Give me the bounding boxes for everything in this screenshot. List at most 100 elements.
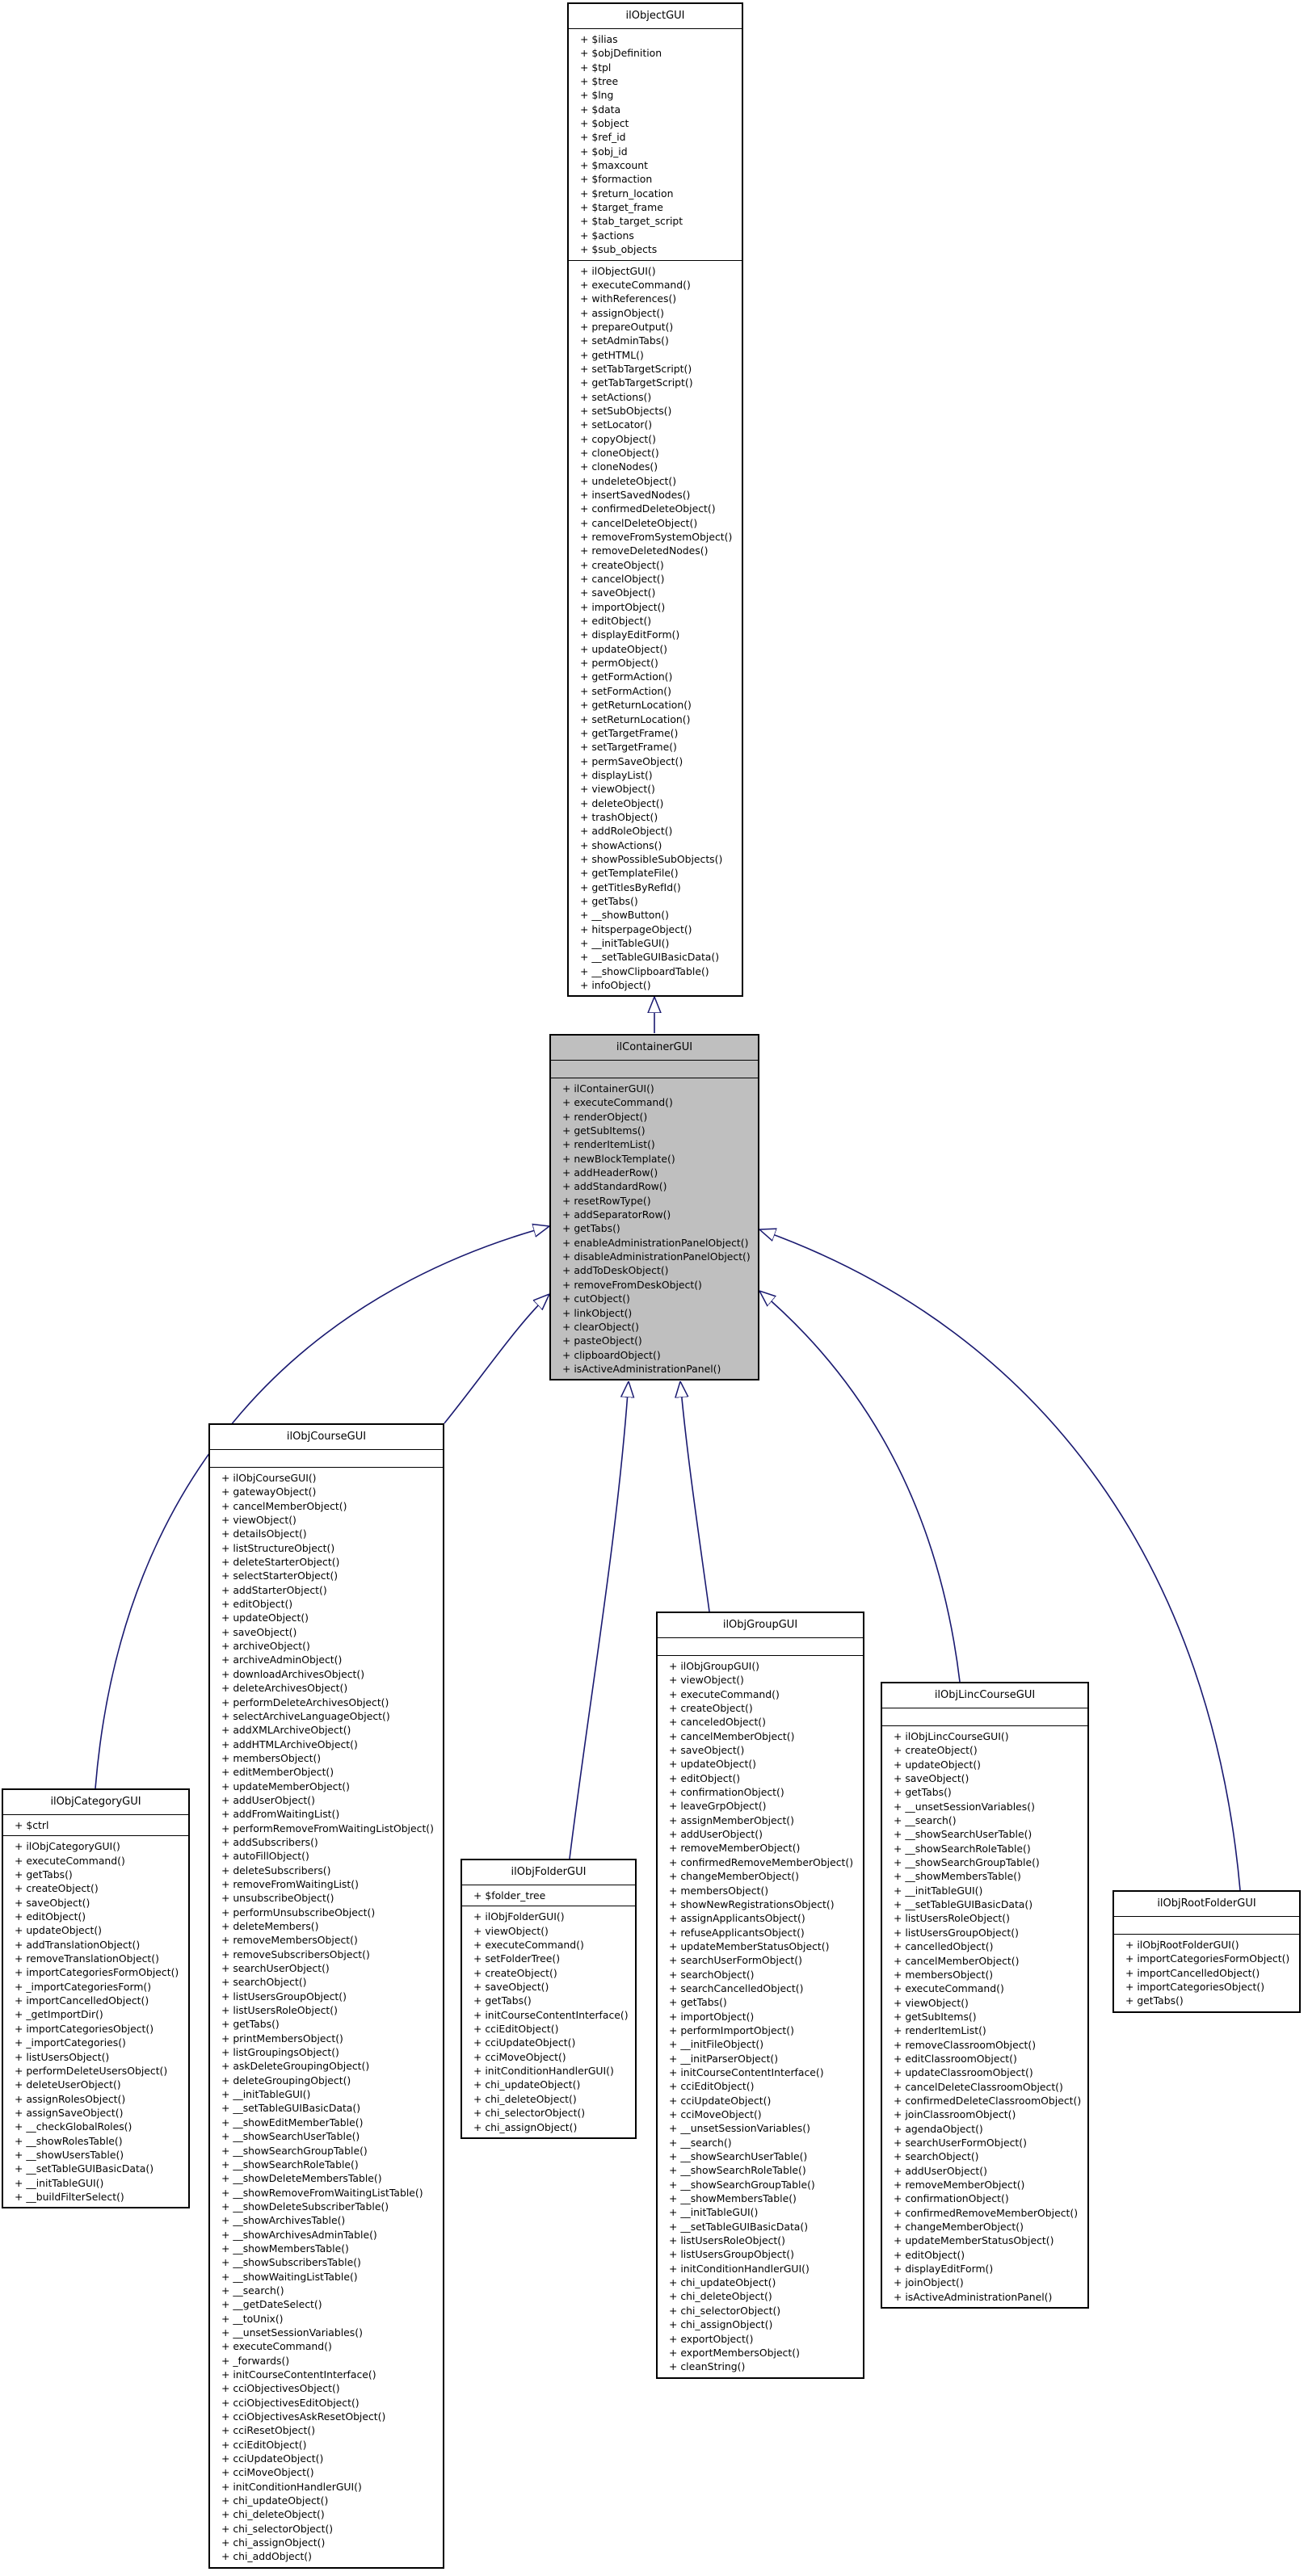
method-item: + getTabTargetScript() xyxy=(580,376,693,389)
class-ilObjCategoryGUI[interactable]: ilObjCategoryGUI+ $ctrl+ ilObjCategoryGU… xyxy=(2,1788,190,2209)
method-item: + setTargetFrame() xyxy=(580,741,677,754)
method-item: + __getDateSelect() xyxy=(221,2298,322,2311)
method-item: + chi_assignObject() xyxy=(221,2536,326,2549)
method-item: + __initTableGUI() xyxy=(15,2176,104,2189)
method-item: + listUsersObject() xyxy=(15,2050,110,2063)
method-item: + unsubscribeObject() xyxy=(221,1892,334,1905)
method-item: + joinObject() xyxy=(894,2276,964,2289)
method-item: + __initTableGUI() xyxy=(894,1884,983,1897)
method-item: + addStandardRow() xyxy=(562,1180,667,1193)
method-item: + exportObject() xyxy=(669,2332,754,2345)
method-item: + clipboardObject() xyxy=(562,1348,661,1361)
method-item: + chi_deleteObject() xyxy=(669,2290,772,2303)
method-item: + renderItemList() xyxy=(894,2024,986,2037)
method-item: + permObject() xyxy=(580,657,658,670)
method-item: + assignObject() xyxy=(580,306,665,319)
method-item: + getTabs() xyxy=(473,1994,532,2007)
method-item: + editObject() xyxy=(669,1771,741,1784)
method-item: + performDeleteArchivesObject() xyxy=(221,1696,389,1708)
method-item: + initCourseContentInterface() xyxy=(221,2368,376,2381)
method-item: + chi_deleteObject() xyxy=(221,2508,325,2521)
method-item: + confirmedRemoveMemberObject() xyxy=(669,1855,854,1868)
class-title: ilObjCategoryGUI xyxy=(3,1790,188,1815)
method-item: + askDeleteGroupingObject() xyxy=(221,2060,370,2073)
method-item: + cciObjectivesObject() xyxy=(221,2382,340,2395)
method-item: + addSeparatorRow() xyxy=(562,1208,671,1221)
method-item: + selectArchiveLanguageObject() xyxy=(221,1709,390,1722)
method-item: + cciUpdateObject() xyxy=(473,2036,576,2049)
method-item: + insertSavedNodes() xyxy=(580,489,691,501)
method-item: + viewObject() xyxy=(580,783,655,796)
method-item: + cancelMemberObject() xyxy=(894,1954,1020,1967)
class-ilObjCourseGUI[interactable]: ilObjCourseGUI+ ilObjCourseGUI()+ gatewa… xyxy=(208,1423,444,2569)
method-item: + _importCategories() xyxy=(15,2036,126,2049)
method-item: + saveObject() xyxy=(473,1981,549,1994)
method-item: + chi_selectorObject() xyxy=(669,2304,781,2317)
method-item: + __showClipboardTable() xyxy=(580,964,709,977)
method-item: + searchCancelledObject() xyxy=(669,1981,804,1994)
edge-folder-to-container xyxy=(569,1381,629,1860)
method-item: + editMemberObject() xyxy=(221,1766,334,1779)
method-item: + cciObjectivesEditObject() xyxy=(221,2396,360,2409)
method-item: + addRoleObject() xyxy=(580,825,673,838)
method-item: + __showSearchRoleTable() xyxy=(221,2158,359,2170)
method-item: + __search() xyxy=(221,2284,284,2297)
method-item: + setAdminTabs() xyxy=(580,334,669,347)
method-item: + importCategoriesFormObject() xyxy=(15,1966,179,1979)
method-item: + confirmationObject() xyxy=(669,1786,784,1799)
method-item: + listGroupingsObject() xyxy=(221,2046,339,2059)
method-item: + showPossibleSubObjects() xyxy=(580,852,723,865)
method-item: + chi_selectorObject() xyxy=(473,2107,586,2120)
method-item: + executeCommand() xyxy=(580,278,691,291)
method-item: + viewObject() xyxy=(894,1996,969,2009)
attributes-section xyxy=(1114,1917,1299,1935)
method-item: + createObject() xyxy=(15,1882,99,1895)
method-item: + updateObject() xyxy=(580,642,668,655)
method-item: + addUserObject() xyxy=(221,1793,315,1806)
class-ilObjRootFolderGUI[interactable]: ilObjRootFolderGUI+ ilObjRootFolderGUI()… xyxy=(1112,1890,1301,2013)
method-item: + getTabs() xyxy=(894,1786,952,1799)
method-item: + confirmedDeleteClassroomObject() xyxy=(894,2094,1082,2107)
class-ilObjFolderGUI[interactable]: ilObjFolderGUI+ $folder_tree+ ilObjFolde… xyxy=(461,1859,637,2139)
method-item: + membersObject() xyxy=(221,1751,322,1764)
method-item: + removeClassroomObject() xyxy=(894,2038,1037,2051)
method-item: + editClassroomObject() xyxy=(894,2052,1017,2065)
methods-section: + ilObjGroupGUI()+ viewObject()+ execute… xyxy=(658,1656,863,2377)
method-item: + removeSubscribersObject() xyxy=(221,1948,370,1960)
method-item: + __showMembersTable() xyxy=(894,1870,1021,1883)
class-ilObjGroupGUI[interactable]: ilObjGroupGUI+ ilObjGroupGUI()+ viewObje… xyxy=(656,1612,864,2379)
method-item: + updateMemberStatusObject() xyxy=(894,2234,1054,2247)
method-item: + gatewayObject() xyxy=(221,1486,317,1498)
method-item: + importCancelledObject() xyxy=(15,1994,149,2007)
class-title: ilObjCourseGUI xyxy=(210,1425,443,1450)
method-item: + __showSearchGroupTable() xyxy=(669,2178,815,2191)
method-item: + enableAdministrationPanelObject() xyxy=(562,1236,749,1249)
method-item: + editObject() xyxy=(894,2248,965,2261)
edge-course-to-container xyxy=(444,1294,549,1424)
method-item: + getTabs() xyxy=(669,1996,727,2009)
method-item: + saveObject() xyxy=(15,1896,90,1909)
edge-category-to-container xyxy=(95,1226,549,1789)
method-item: + searchObject() xyxy=(221,1976,307,1989)
method-item: + cancelDeleteClassroomObject() xyxy=(894,2080,1063,2093)
class-ilObjectGUI[interactable]: ilObjectGUI+ $ilias+ $objDefinition+ $tp… xyxy=(567,2,743,998)
method-item: + detailsObject() xyxy=(221,1528,307,1540)
method-item: + addUserObject() xyxy=(894,2164,987,2177)
method-item: + __setTableGUIBasicData() xyxy=(669,2220,809,2233)
method-item: + cciMoveObject() xyxy=(473,2050,566,2063)
method-item: + ilObjCategoryGUI() xyxy=(15,1840,120,1853)
method-item: + editObject() xyxy=(221,1598,293,1611)
method-item: + executeCommand() xyxy=(669,1687,780,1700)
method-item: + searchUserFormObject() xyxy=(669,1954,802,1967)
method-item: + chi_selectorObject() xyxy=(221,2522,334,2535)
method-item: + listUsersRoleObject() xyxy=(669,2234,785,2247)
method-item: + changeMemberObject() xyxy=(894,2221,1024,2234)
attribute-item: + $sub_objects xyxy=(580,243,658,256)
method-item: + removeMemberObject() xyxy=(669,1842,801,1855)
class-ilObjLincCourseGUI[interactable]: ilObjLincCourseGUI+ ilObjLincCourseGUI()… xyxy=(881,1682,1089,2309)
method-item: + cciObjectivesAskResetObject() xyxy=(221,2410,386,2423)
method-item: + confirmedRemoveMemberObject() xyxy=(894,2206,1079,2219)
method-item: + removeFromWaitingList() xyxy=(221,1877,359,1890)
class-title: ilObjectGUI xyxy=(569,4,742,29)
class-ilContainerGUI[interactable]: ilContainerGUI+ ilContainerGUI()+ execut… xyxy=(549,1034,759,1381)
